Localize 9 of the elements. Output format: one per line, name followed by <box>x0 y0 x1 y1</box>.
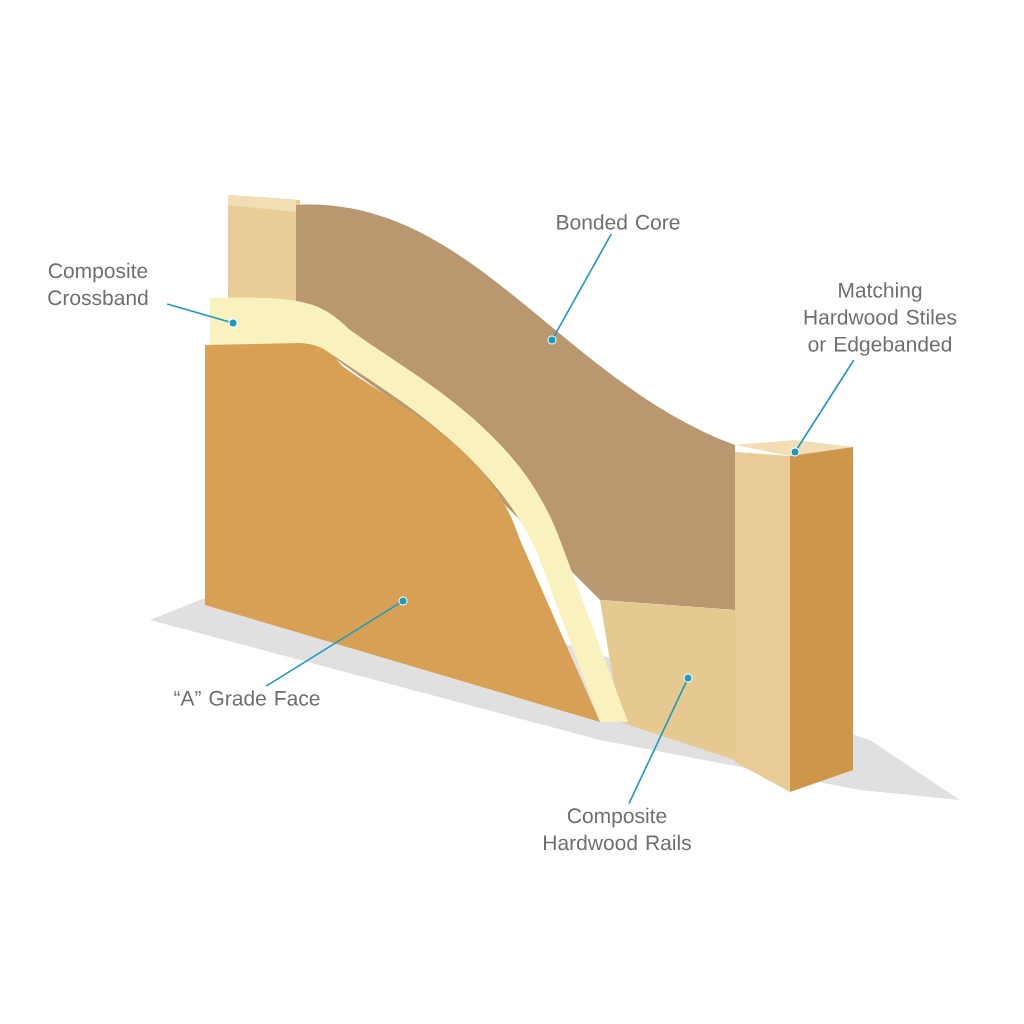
leader-line <box>166 303 230 323</box>
part-label: Composite Crossband <box>48 262 148 306</box>
leader-line <box>553 233 613 337</box>
part-label: Bonded Core <box>557 214 680 230</box>
leader-line <box>265 602 400 687</box>
part-label: Composite Hardwood Rails <box>544 807 691 851</box>
part-label: “A” Grade Face <box>174 690 320 706</box>
part-label: Matching Hardwood Stiles or Edgebanded <box>804 282 957 356</box>
leader-line <box>628 681 687 805</box>
